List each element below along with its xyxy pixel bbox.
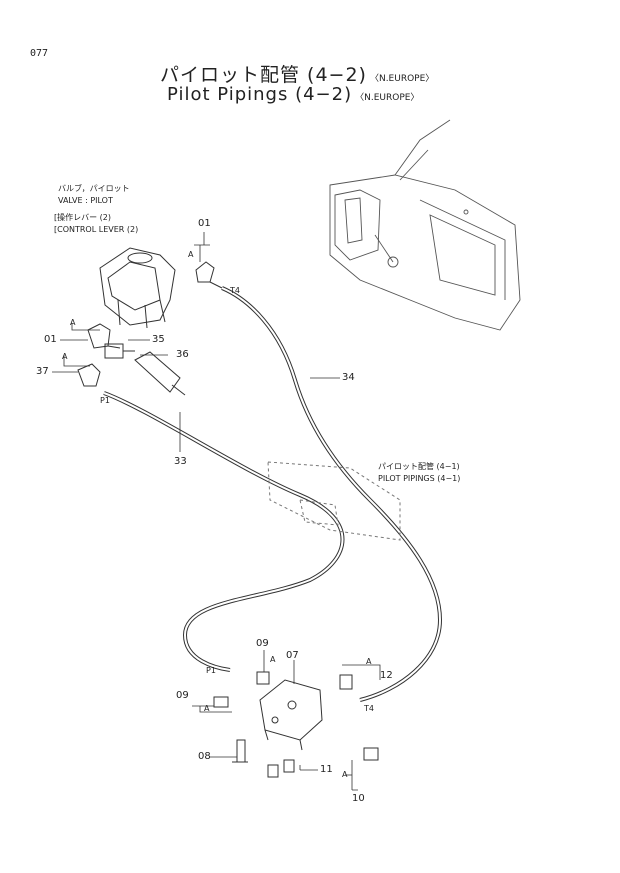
letter-a-5: A (366, 657, 372, 666)
letter-a-1: A (188, 250, 194, 259)
elbow-fitting-01-left (87, 323, 121, 349)
callout-12: 12 (380, 670, 393, 681)
page-number: 077 (30, 48, 49, 59)
callout-10: 10 (352, 793, 365, 804)
valve-label-en: VALVE : PILOT (58, 196, 113, 205)
callout-11: 11 (320, 764, 333, 775)
letter-a-2: A (70, 318, 76, 327)
pilot-valve (99, 247, 176, 329)
letter-a-6: A (204, 704, 210, 713)
callout-08: 08 (198, 751, 211, 762)
fitting-10 (363, 747, 379, 761)
excavator-icon (329, 119, 521, 331)
port-t4-bottom: T4 (364, 704, 374, 713)
lever-label-jp: [操作レバー (2) (54, 213, 111, 222)
cross-ref-en: PILOT PIPINGS (4−1) (378, 474, 461, 483)
hose-34-inner (221, 287, 442, 701)
title-japanese: パイロット配管 (4−2)〈N.EUROPE〉 (160, 60, 434, 87)
manifold-block-07 (259, 679, 323, 751)
hose-33 (103, 391, 345, 672)
callout-33: 33 (174, 456, 187, 467)
fitting-12 (339, 674, 353, 690)
callout-36: 36 (176, 349, 189, 360)
lever-label-en: [CONTROL LEVER (2) (54, 225, 139, 234)
fitting-09-top (256, 671, 270, 685)
callout-09-top: 09 (256, 638, 269, 649)
hose-33-inner (103, 392, 344, 671)
callout-37: 37 (36, 366, 49, 377)
elbow-fitting-37 (77, 363, 101, 387)
callout-34: 34 (342, 372, 355, 383)
title-english: Pilot Pipings (4−2)〈N.EUROPE〉 (167, 84, 419, 105)
letter-a-4: A (270, 655, 276, 664)
port-t4-top: T4 (230, 286, 240, 295)
variant-jp: 〈N.EUROPE〉 (369, 74, 435, 84)
cross-ref-jp: パイロット配管 (4−1) (378, 462, 460, 471)
port-p1-top: P1 (100, 396, 110, 405)
fitting-09-left (213, 696, 229, 708)
title-jp-text: パイロット配管 (4−2) (160, 64, 367, 86)
callout-09-left: 09 (176, 690, 189, 701)
callout-35: 35 (152, 334, 165, 345)
letter-a-7: A (342, 770, 348, 779)
title-en-text: Pilot Pipings (4−2) (167, 84, 353, 105)
block-35 (104, 343, 135, 359)
valve-label-jp: バルブ，パイロット (58, 184, 130, 193)
bolt-08 (232, 739, 248, 763)
hose-34 (221, 286, 443, 702)
letter-a-3: A (62, 352, 68, 361)
frame-outline (267, 461, 401, 541)
variant-en: 〈N.EUROPE〉 (355, 93, 420, 103)
callout-07: 07 (286, 650, 299, 661)
fittings-11 (267, 759, 295, 778)
elbow-fitting-01-top (195, 261, 223, 289)
callout-01-top: 01 (198, 218, 211, 229)
port-p1-bottom: P1 (206, 666, 216, 675)
callout-01-left: 01 (44, 334, 57, 345)
